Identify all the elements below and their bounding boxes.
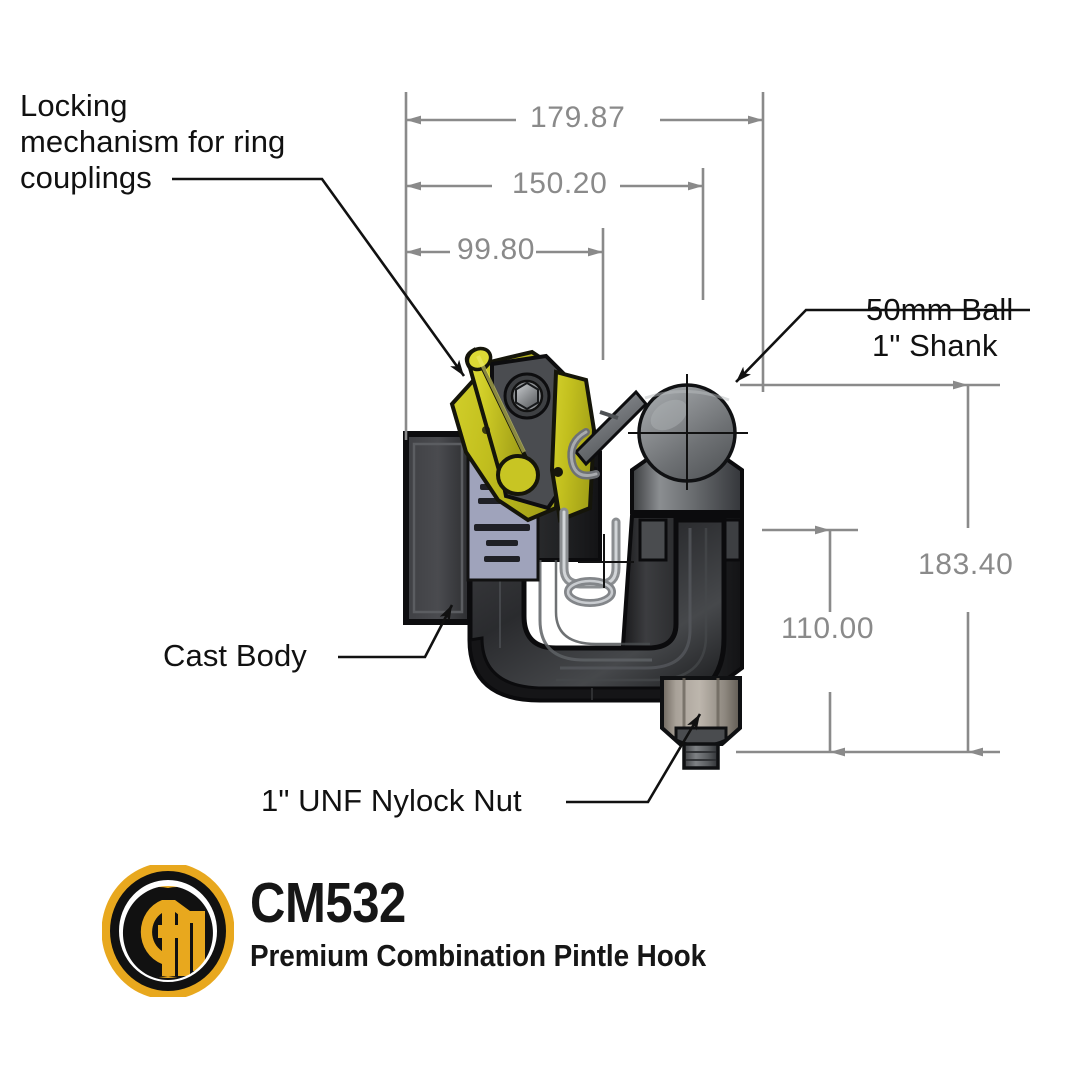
leader-nut bbox=[566, 713, 702, 804]
brand-text: CM532 Premium Combination Pintle Hook bbox=[250, 871, 757, 974]
title-block: CM532 Premium Combination Pintle Hook bbox=[102, 862, 802, 1002]
product-code: CM532 bbox=[250, 871, 406, 935]
dimension-label-short-length: 99.80 bbox=[457, 233, 536, 266]
release-handle bbox=[464, 346, 540, 496]
ball-centreline bbox=[628, 374, 748, 490]
product-name: Premium Combination Pintle Hook bbox=[250, 937, 707, 973]
dimension-label-overall-length: 179.87 bbox=[530, 101, 626, 134]
leader-ball bbox=[735, 308, 1030, 383]
nylock-nut bbox=[660, 676, 742, 770]
dimension-label-ball-height: 110.00 bbox=[781, 612, 875, 645]
callout-locking-mechanism: Locking mechanism for ring couplings bbox=[20, 88, 286, 195]
dimension-label-mid-length: 150.20 bbox=[512, 167, 608, 200]
hex-bolt bbox=[503, 372, 551, 420]
split-pin-and-chain bbox=[559, 389, 649, 607]
hook-centreline bbox=[578, 534, 634, 588]
callout-nylock-nut: 1" UNF Nylock Nut bbox=[261, 783, 522, 818]
leader-cast bbox=[338, 604, 454, 659]
dimension-label-overall-height: 183.40 bbox=[918, 548, 1014, 581]
leader-locking bbox=[172, 177, 466, 377]
callout-cast-body: Cast Body bbox=[163, 638, 307, 673]
callout-ball-shank: 50mm Ball 1" Shank bbox=[866, 292, 1014, 363]
cm-logo bbox=[102, 865, 234, 997]
